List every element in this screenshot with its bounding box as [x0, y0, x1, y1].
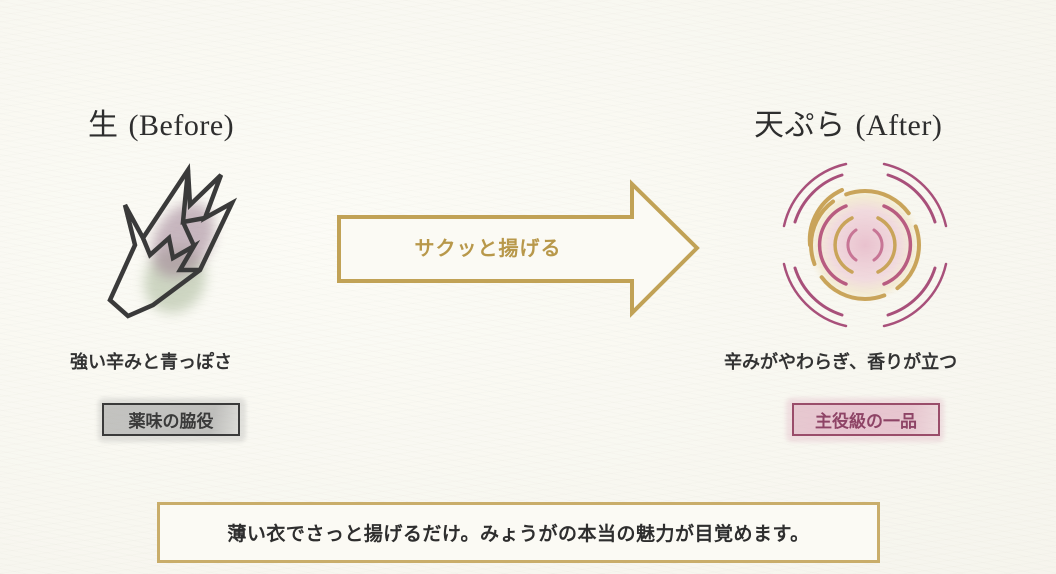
aroma-rings-icon: [782, 162, 948, 328]
after-heading-jp: 天ぷら: [754, 108, 846, 143]
myoga-raw-icon: [107, 163, 238, 319]
after-tag: 主役級の一品: [792, 403, 940, 436]
before-tag: 薬味の脇役: [102, 403, 240, 436]
before-heading-latin: (Before): [128, 109, 235, 142]
after-tag-label: 主役級の一品: [815, 412, 917, 432]
before-tag-label: 薬味の脇役: [128, 412, 214, 432]
after-heading-latin: (After): [855, 109, 943, 142]
right-arrow-icon: [337, 179, 700, 318]
before-heading: 生 (Before): [88, 100, 234, 144]
after-description: 辛みがやわらぎ、香りが立つ: [724, 352, 958, 373]
before-description: 強い辛みと青っぽさ: [70, 352, 232, 373]
summary-text: 薄い衣でさっと揚げるだけ。みょうがの本当の魅力が目覚めます。: [227, 523, 810, 545]
after-heading: 天ぷら (After): [754, 100, 942, 144]
summary-box: 薄い衣でさっと揚げるだけ。みょうがの本当の魅力が目覚めます。: [157, 502, 880, 563]
before-heading-jp: 生: [88, 108, 119, 143]
transition-label: サクッと揚げる: [414, 236, 562, 260]
